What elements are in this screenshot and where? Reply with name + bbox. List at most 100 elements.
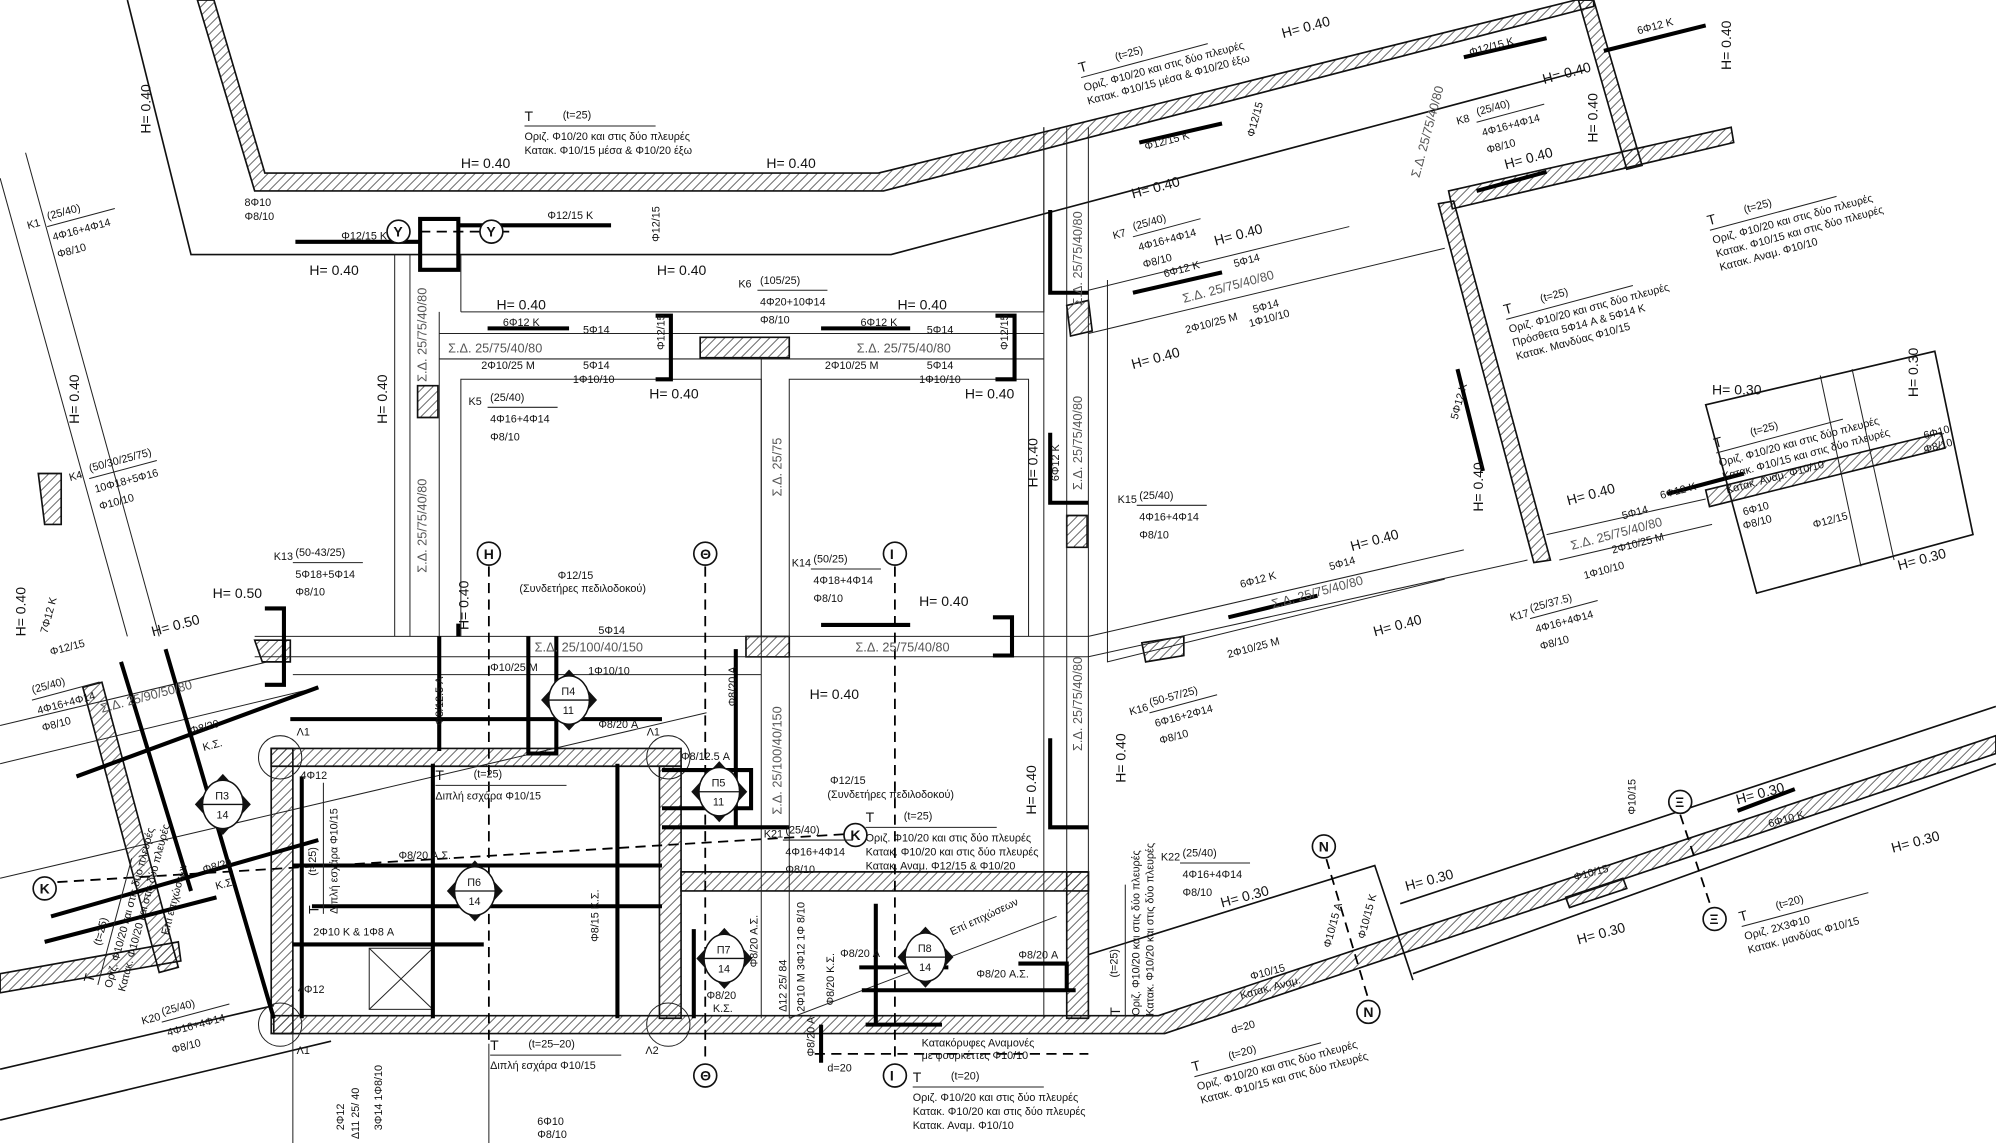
axis-bubble-icon: [1311, 834, 1337, 859]
rebar-label: 6Φ12 K: [1239, 570, 1278, 591]
slab-symbol: T: [1502, 300, 1515, 318]
rebar-bar: [44, 685, 320, 944]
rebar-label: 5Φ14: [927, 324, 954, 336]
slab-note-line: Οριζ. Φ10/20 και στις δύο πλευρές: [913, 1092, 1078, 1104]
height-label: H= 0.40: [1280, 13, 1332, 41]
slab-symbol: T: [1107, 1007, 1123, 1016]
grid-axis-marker: K: [843, 822, 868, 848]
grid-axis-marker: K: [32, 876, 57, 901]
grid-axis-marker: H: [476, 541, 502, 566]
road-edge: [1412, 762, 1996, 975]
beam-line: [1819, 375, 1862, 567]
height-label: H= 0.40: [1585, 93, 1601, 143]
rebar-label: Φ12/15 K: [1468, 35, 1516, 59]
beam-line: [0, 686, 319, 765]
wall-east-short: [1564, 877, 1628, 909]
height-label: H= 0.40: [810, 686, 860, 702]
rebar-label: Φ10/25 M: [490, 662, 538, 674]
height-label: H= 0.40: [66, 374, 82, 424]
rebar-bar: [992, 615, 1015, 658]
slab-note-line: Οριζ. Φ10/20 και στις δύο πλευρές: [525, 131, 690, 143]
note-label: d=20: [827, 1063, 851, 1075]
slab-note: T(t=25)Οριζ. Φ10/20 και στις δύο πλευρές…: [1705, 192, 1885, 273]
rebar-bar: [264, 606, 286, 687]
note-label: Επί επιχώσεων: [948, 896, 1020, 938]
pit-wall-right-top: [680, 871, 1090, 892]
height-label: H= 0.40: [1470, 462, 1486, 512]
height-label: H= 0.40: [1112, 733, 1128, 783]
rebar-label: 1Φ10/10: [588, 666, 630, 678]
slab-note-line: Κατακ. Φ10/20 και στις δύο πλευρές: [913, 1106, 1086, 1118]
column-name: K15: [1118, 494, 1137, 506]
grid-axis-marker: Ξ: [1667, 789, 1693, 815]
column-stirrups: Φ8/10: [1183, 887, 1213, 899]
slab-symbol: T: [1712, 433, 1725, 451]
underline: [31, 681, 100, 701]
column-name: K6: [738, 279, 751, 291]
note-underline: [1716, 418, 1844, 454]
note-label: Λ1: [647, 727, 660, 739]
height-label: H= 0.30: [1905, 347, 1921, 397]
axis-letter: I: [890, 1068, 894, 1084]
underline: [1476, 103, 1545, 123]
slab-note-line: Διπλή εσχάρα Φ10/15: [490, 1060, 596, 1072]
grid-axis-marker: Ξ: [1702, 906, 1727, 932]
rebar-label: 5Φ14: [598, 625, 625, 637]
rebar-label: 6Φ12 K: [861, 317, 899, 329]
column-k4: [37, 472, 63, 526]
beam-label: Σ.Δ. 25/75/40/80: [857, 341, 951, 356]
detail-circle-l1: [646, 735, 691, 780]
slab-symbol: T: [913, 1069, 922, 1085]
height-label: H= 0.40: [137, 84, 153, 134]
underline: [89, 460, 157, 480]
pit-wall-right: [1065, 871, 1090, 1020]
slab-symbol: T: [1190, 1057, 1203, 1075]
axis-bubble-icon: [692, 1063, 718, 1088]
note-label: Λ1: [297, 1045, 310, 1057]
axis-letter: N: [1319, 839, 1329, 855]
column-k14: [745, 635, 791, 658]
column-k6: [699, 336, 791, 359]
slab-symbol: T: [305, 905, 321, 914]
rebar-label: Φ8/12.5 A: [434, 676, 446, 726]
column-size: (25/40): [160, 998, 196, 1018]
slab-symbol: T: [490, 1037, 499, 1053]
column-stirrups: Φ8/10: [295, 587, 325, 599]
height-label: H= 0.40: [1024, 438, 1040, 488]
column-bars: 4Φ16+4Φ14: [490, 414, 550, 426]
height-label: H= 0.40: [1023, 765, 1039, 815]
note-underline: [1194, 1042, 1322, 1078]
column-name: K1: [26, 217, 42, 232]
height-label: H= 0.40: [1565, 480, 1617, 508]
slab-symbol: T: [1705, 210, 1718, 228]
note-label: Φ8/10: [244, 211, 274, 223]
underline: [1149, 694, 1218, 714]
rebar-label: 1Φ10/10: [573, 374, 615, 386]
slab-note-line: Οριζ. Φ10/20 και στις δύο πλευρές: [1130, 850, 1142, 1015]
axis-letter: Θ: [700, 546, 711, 562]
note-underline: [1080, 43, 1208, 79]
pile-id: Π7: [717, 944, 731, 956]
column-size: (50-43/25): [295, 547, 345, 559]
slab-note-line: Κατακ. Αναμ. Φ12/15 & Φ10/20: [866, 860, 1016, 872]
height-label: H= 0.40: [919, 593, 969, 609]
height-label: H= 0.40: [309, 262, 359, 278]
beam-line: [0, 661, 268, 727]
slab-thickness: (t=25): [1742, 197, 1773, 216]
beam-label: Σ.Δ. 25/100/40/150: [770, 706, 785, 814]
retaining-wall-right-vertical: [1437, 200, 1552, 564]
note-label: 2Φ12: [335, 1104, 347, 1131]
rebar-label: 4Φ12: [300, 770, 327, 782]
axis-letter: K: [40, 881, 50, 897]
east-footing-outline: [1704, 350, 1974, 595]
column-k7: [1065, 299, 1094, 338]
pile-id: Π3: [215, 790, 229, 802]
